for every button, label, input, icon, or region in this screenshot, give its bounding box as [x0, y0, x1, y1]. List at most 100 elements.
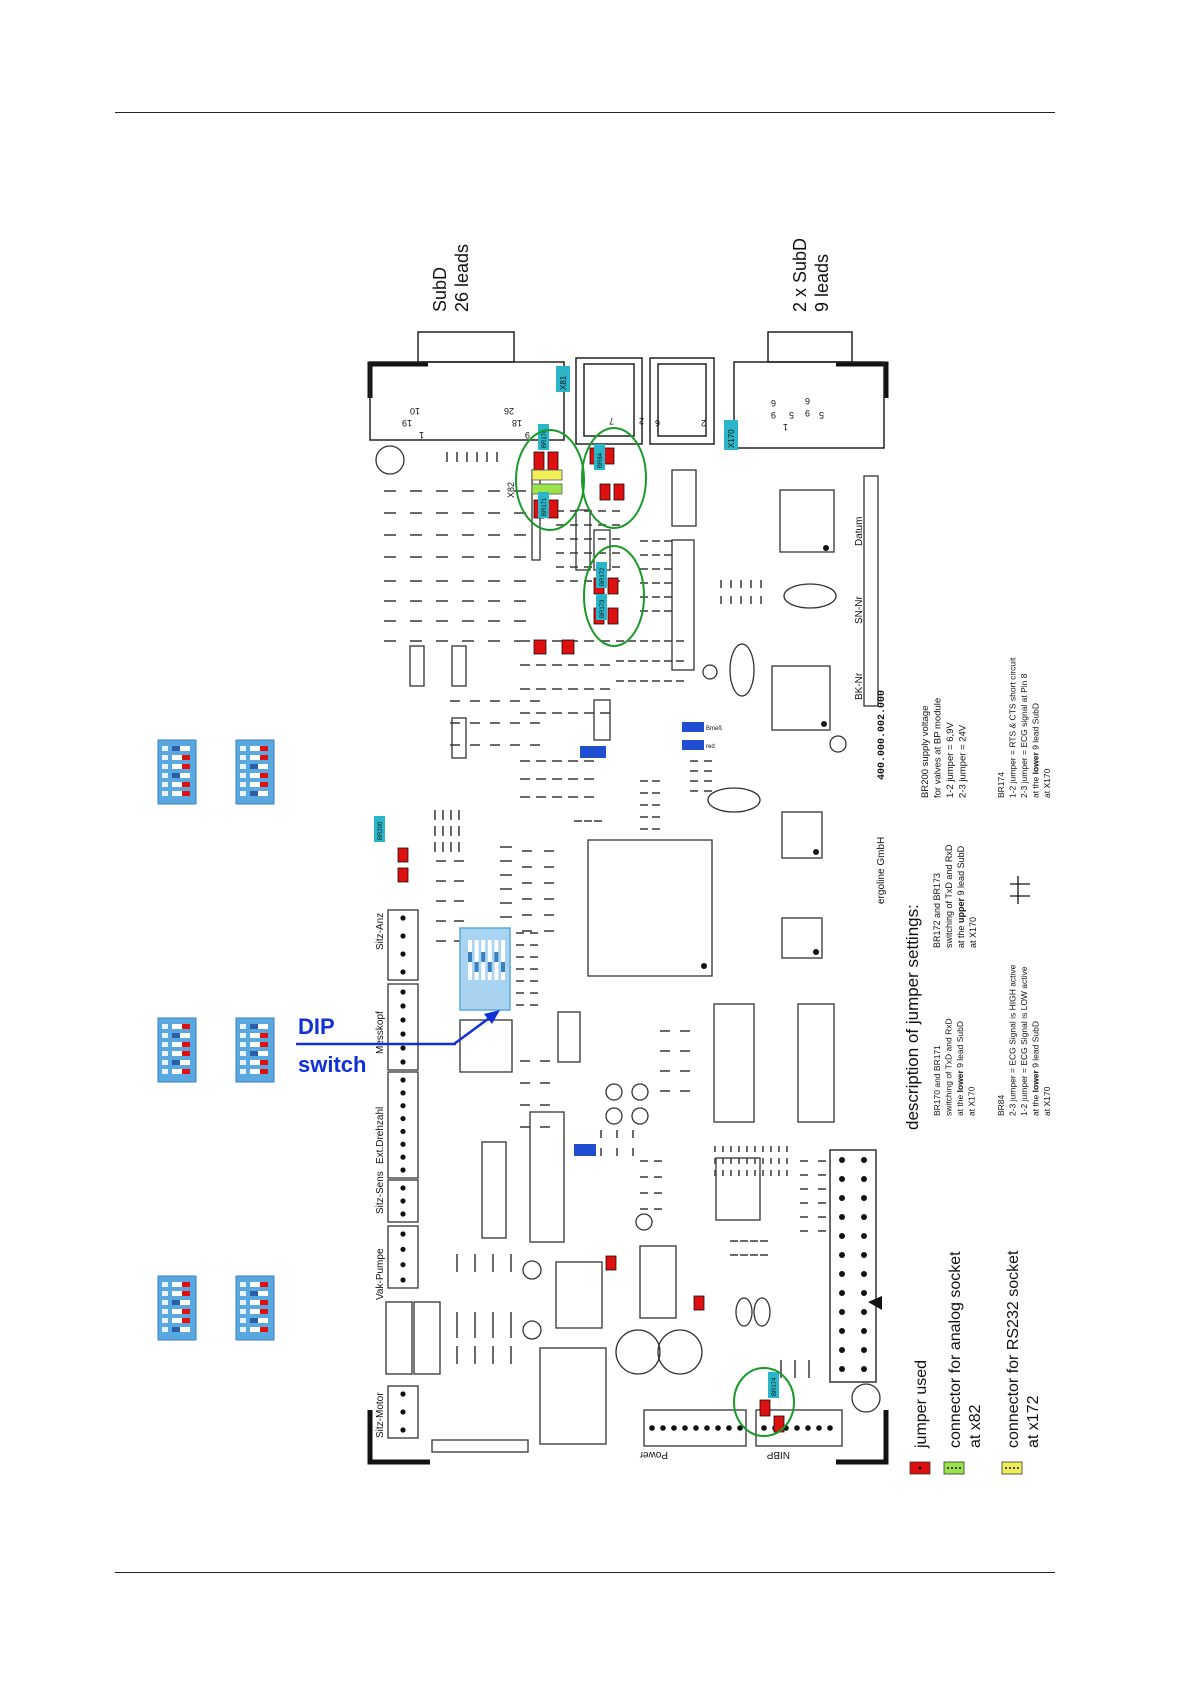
- dip-switch-thumbnail: [157, 1275, 197, 1341]
- rs232-connector-x172: [531, 469, 563, 481]
- side-connector-label: Ext.Drehzahl: [375, 1107, 386, 1164]
- round-components: [375, 445, 881, 1413]
- rj-connector-2: [649, 357, 715, 445]
- red-jumper: [397, 867, 409, 883]
- pin-label: 9: [771, 410, 776, 420]
- pin-label: 19: [402, 418, 412, 428]
- arrow-head-icon: [484, 1010, 500, 1024]
- dip-callout-line1: DIP: [298, 1014, 335, 1039]
- jumper-tag-label: BR172: [600, 567, 606, 586]
- bottom-connectors: Power NIBP: [639, 1409, 843, 1460]
- red-jumper: [561, 639, 575, 655]
- settings-title: description of jumper settings:: [903, 904, 922, 1130]
- pin-label: 2: [701, 418, 706, 428]
- blue-component-labels: Bmeß red: [706, 726, 722, 750]
- dip-callout-line2: switch: [298, 1052, 366, 1077]
- legend-label: jumper used: [913, 1360, 930, 1449]
- red-jumper: [613, 483, 625, 501]
- pin-label: 7: [609, 416, 614, 426]
- x81-tag: X81: [556, 366, 570, 392]
- jumper-tag: [596, 562, 607, 588]
- side-connector: [387, 1225, 419, 1289]
- red-jumper: [603, 447, 615, 465]
- pin-label: 6: [655, 418, 660, 428]
- x82-label: X82: [506, 482, 516, 498]
- side-connector-label: Messkopf: [375, 1011, 386, 1054]
- header-rule: [115, 112, 1055, 113]
- side-connector: [387, 1385, 419, 1439]
- svg-text:BK-Nr: BK-Nr: [854, 672, 865, 700]
- part-number: 400.000.002.000: [877, 690, 888, 780]
- pin-label: 1: [783, 422, 788, 432]
- pin-label: 2: [639, 416, 644, 426]
- ic-components: [409, 469, 835, 1453]
- red-jumper: [599, 483, 611, 501]
- jumper-tag-label: BR173: [600, 599, 606, 618]
- side-connector-label: Sitz-Anz: [375, 913, 386, 950]
- onboard-dip-switch: [459, 927, 511, 1011]
- red-jumper: [547, 451, 559, 471]
- jumper-tag: [374, 816, 385, 842]
- power-label: Power: [639, 1449, 668, 1460]
- svg-text:Datum: Datum: [854, 517, 865, 546]
- dip-switch-thumbnail: [157, 1017, 197, 1083]
- pin-label: 9: [525, 430, 530, 440]
- dip-switch-thumbnail: [235, 1017, 275, 1083]
- legend-swatch: [943, 1461, 965, 1475]
- red-jumper: [533, 451, 545, 471]
- highlight-circles: [515, 427, 795, 1437]
- dip-callout-arrow-shaft: [453, 1014, 493, 1046]
- component-texture: [384, 452, 826, 1378]
- svg-text:SN-Nr: SN-Nr: [854, 596, 865, 624]
- side-connector: [387, 909, 419, 981]
- red-jumper: [607, 577, 619, 595]
- jumper-tag-label: BR200: [378, 821, 384, 840]
- red-jumper: [605, 1255, 617, 1271]
- ic-pin1-dots: [701, 545, 829, 969]
- pin-label: 26: [504, 406, 514, 416]
- pin-label: 6: [805, 396, 810, 406]
- pin-header: [829, 1149, 882, 1383]
- dip-switch-thumbnail: [235, 1275, 275, 1341]
- jumper-tag: [538, 492, 549, 518]
- board-outline: [367, 361, 889, 1465]
- svg-text:Bmeß: Bmeß: [706, 726, 722, 732]
- pin-label: 1: [419, 430, 424, 440]
- maker-label: ergoline GmbH: [876, 837, 887, 904]
- rj-connector-1: [575, 357, 643, 445]
- jumper-tag-label: BR84: [598, 452, 604, 468]
- side-connectors: Sitz-MotorVak-PumpeSitz-SensExt.Drehzahl…: [375, 909, 419, 1439]
- side-connector-label: Sitz-Motor: [375, 1392, 386, 1438]
- label-strip: Datum SN-Nr BK-Nr: [854, 475, 879, 707]
- side-connector: [387, 1071, 419, 1179]
- jumper-tag-label: BR171: [542, 497, 548, 516]
- dip-callout: DIP switch: [296, 1010, 500, 1077]
- blue-components: [574, 722, 704, 1156]
- side-connector: [387, 1179, 419, 1223]
- dip-switch-thumbnails: [157, 739, 275, 1341]
- red-jumper: [547, 499, 559, 519]
- red-jumper: [607, 607, 619, 625]
- jumper-tag: [594, 444, 605, 470]
- footer-rule: [115, 1572, 1055, 1573]
- nibp-label: NIBP: [766, 1449, 790, 1460]
- subd26-connector: [369, 331, 565, 441]
- side-connector-label: Sitz-Sens: [375, 1171, 386, 1214]
- jumper-symbol-icon: [1010, 876, 1030, 904]
- pin-label: 6: [771, 398, 776, 408]
- red-jumper: [759, 1399, 771, 1417]
- dip-switch-thumbnail: [235, 739, 275, 805]
- svg-text:X170: X170: [727, 429, 736, 448]
